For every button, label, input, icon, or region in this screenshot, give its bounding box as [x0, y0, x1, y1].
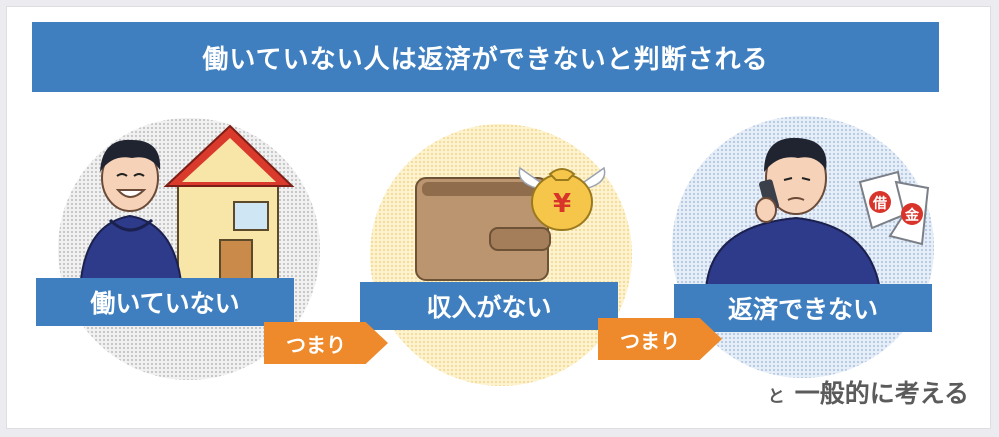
worried-man-with-debt-illustration: 借 金 [704, 137, 930, 291]
footer-text: 一般的に考える [794, 379, 969, 408]
step-3-label: 返済できない [727, 295, 878, 324]
conclusion-footer: と 一般的に考える [768, 374, 969, 410]
connector-1-label: つまり [286, 332, 346, 357]
debt-char-2: 金 [904, 207, 920, 224]
flying-money-bag-icon: ¥ [518, 166, 606, 231]
title-text: 働いていない人は返済ができないと判断される [202, 44, 769, 75]
house-icon [163, 124, 295, 283]
wallet-icon [415, 177, 551, 281]
smiling-man-icon [78, 139, 184, 291]
unemployed-man-with-house-illustration [78, 124, 295, 291]
connector-2-label: つまり [620, 328, 680, 353]
empty-wallet-illustration: ¥ [415, 166, 606, 281]
footer-prefix: と [767, 387, 785, 407]
step-2-label-bar: 収入がない [360, 282, 618, 330]
connector-arrow-1: つまり [264, 322, 388, 364]
step-1-label-bar: 働いていない [36, 278, 294, 326]
connector-arrow-2: つまり [598, 318, 722, 360]
torn-debt-paper-icon: 借 金 [858, 170, 930, 246]
debt-char-1: 借 [872, 195, 887, 212]
step-1-label: 働いていない [90, 289, 240, 318]
yen-symbol: ¥ [553, 189, 571, 219]
step-2-label: 収入がない [426, 293, 552, 322]
worried-man-icon [704, 137, 882, 291]
step-3-label-bar: 返済できない [674, 284, 932, 332]
title-banner: 働いていない人は返済ができないと判断される [32, 22, 939, 92]
